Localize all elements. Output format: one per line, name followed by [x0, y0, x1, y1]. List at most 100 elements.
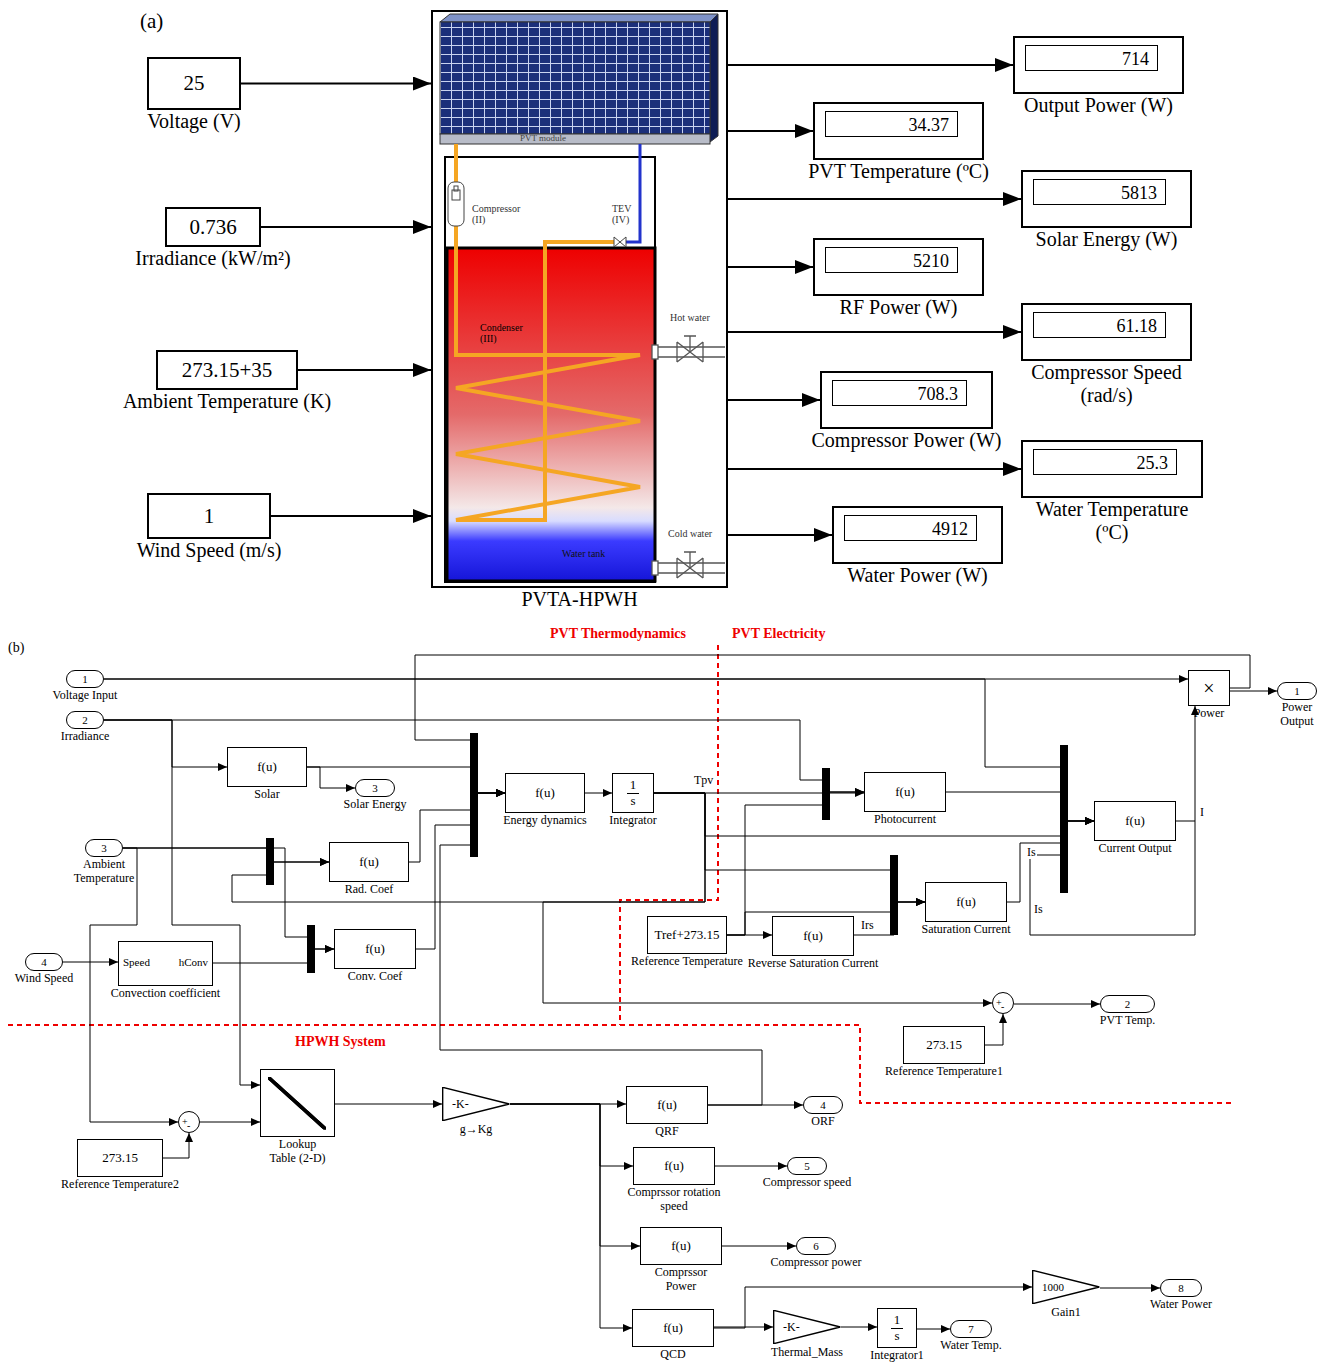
integrator-block: 1sIntegrator [612, 773, 654, 813]
port-oval: 4ORF [803, 1096, 843, 1114]
denominator: s [630, 794, 635, 808]
signal-line [123, 848, 334, 949]
display-block: 4912Water Power (W) [832, 506, 1003, 564]
block-label: g→Kg [460, 1123, 493, 1137]
system-block: PVTA-HPWH [431, 10, 728, 588]
function-block: 273.15Reference Temperature2 [77, 1139, 163, 1177]
refrigerant-pipe [456, 144, 640, 520]
block-text: 5 [804, 1161, 810, 1172]
function-block: f(u)Conv. Coef [334, 929, 416, 969]
signal-line [1014, 1004, 1100, 1005]
signal-line [728, 198, 1021, 200]
port-oval: 6Compressor power [796, 1237, 836, 1255]
gain-value: -K- [452, 1097, 469, 1112]
block-label: RF Power (W) [840, 296, 958, 319]
block-text: Tref+273.15 [655, 927, 720, 943]
compressor-symbol [448, 182, 464, 226]
value-screen: 5813 [1033, 179, 1166, 205]
block-label: Solar Energy (W) [1036, 228, 1178, 251]
annotation: PVT Electricity [732, 626, 825, 641]
signal-line [728, 399, 820, 401]
block-text: 4 [41, 957, 47, 968]
function-block: f(u)Energy dynamics [505, 773, 585, 813]
annotation: Tpv [694, 774, 713, 787]
denominator: s [894, 1329, 899, 1343]
annotation: Is [1034, 903, 1043, 916]
signal-line [104, 720, 864, 792]
block-label: PVT Temp. [1100, 1014, 1155, 1028]
signal-label: Is [1026, 846, 1037, 859]
signal-line [1007, 821, 1094, 902]
block-text: 3 [372, 783, 378, 794]
function-block: f(u)Solar [227, 747, 307, 787]
block-label: QRF [655, 1125, 678, 1139]
block-text: 273.15+35 [182, 358, 273, 383]
port-oval: 7Water Temp. [950, 1320, 992, 1338]
block-text: 1 [204, 504, 215, 529]
block-label: Compressor Power (W) [812, 429, 1002, 452]
value-text: 714 [1122, 49, 1149, 69]
block-label: Convection coefficient [111, 987, 220, 1001]
signal-line [728, 266, 813, 268]
value-screen: 4912 [844, 515, 977, 541]
value-text: 4912 [932, 519, 968, 539]
display-block: 5210RF Power (W) [813, 238, 984, 296]
sign: - [187, 1121, 190, 1131]
signal-line [715, 1166, 787, 1167]
signal-line [213, 949, 334, 963]
block-label: Voltage (V) [147, 110, 241, 133]
block-label: Compressor Speed (rad/s) [1007, 361, 1207, 407]
block-text: 7 [968, 1324, 974, 1335]
block-label: Rad. Coef [345, 883, 394, 897]
block-label: Integrator [609, 814, 656, 828]
signal-line [728, 331, 1021, 333]
signal-line [409, 793, 505, 862]
block-text: f(u) [365, 941, 385, 957]
port-oval: 2Irradiance [66, 711, 104, 729]
input-constant: 25Voltage (V) [147, 57, 241, 110]
block-label: Current Output [1099, 842, 1172, 856]
gain-block: -K-Thermal_Mass [773, 1310, 841, 1344]
signal-line [271, 515, 431, 517]
block-text: f(u) [657, 1097, 677, 1113]
block-label: Power [1194, 707, 1225, 721]
port-oval: 8Water Power [1160, 1279, 1202, 1297]
block-text: 4 [820, 1100, 826, 1111]
annotation: Water tank [562, 548, 605, 559]
block-label: Output Power (W) [1024, 94, 1173, 117]
block-text: 8 [1178, 1283, 1184, 1294]
signal-line [335, 1104, 442, 1105]
pvt-panel [440, 14, 718, 144]
integrator-block: 1sIntegrator1 [877, 1308, 917, 1348]
numerator: 1 [891, 1313, 904, 1328]
value-screen: 714 [1025, 45, 1158, 71]
block-label: Irradiance [61, 730, 110, 744]
function-block: f(u)QCD [632, 1309, 714, 1347]
block-text: 273.15 [102, 1150, 138, 1166]
block-label: Reference Temperature2 [61, 1178, 179, 1192]
input-constant: 273.15+35Ambient Temperature (K) [156, 350, 298, 390]
signal-line [163, 1133, 189, 1158]
block-label: Water Temp. [940, 1339, 1001, 1353]
block-label: Reverse Saturation Current [748, 957, 879, 971]
block-label: Power Output [1275, 701, 1320, 729]
block-text: f(u) [1125, 813, 1145, 829]
function-block: f(u)Comprssor Power [640, 1227, 722, 1265]
display-block: 5813Solar Energy (W) [1021, 170, 1192, 228]
function-block: f(u)Current Output [1094, 801, 1176, 841]
block-label: Wind Speed (m/s) [137, 539, 282, 562]
block-text: f(u) [535, 785, 555, 801]
block-text: f(u) [664, 1158, 684, 1174]
signal-line [728, 534, 832, 536]
signal-line [241, 83, 431, 85]
port-name: hConv [179, 956, 208, 968]
signal-line [714, 1327, 773, 1328]
signal-line [200, 1122, 260, 1123]
value-text: 5210 [913, 251, 949, 271]
signal-line [510, 1104, 632, 1328]
port-name: Speed [123, 956, 150, 968]
block-text: f(u) [257, 759, 277, 775]
port-oval: 2PVT Temp. [1100, 995, 1155, 1013]
block-label: Solar [254, 788, 279, 802]
block-label: PVT Temperature (ºC) [808, 160, 989, 183]
